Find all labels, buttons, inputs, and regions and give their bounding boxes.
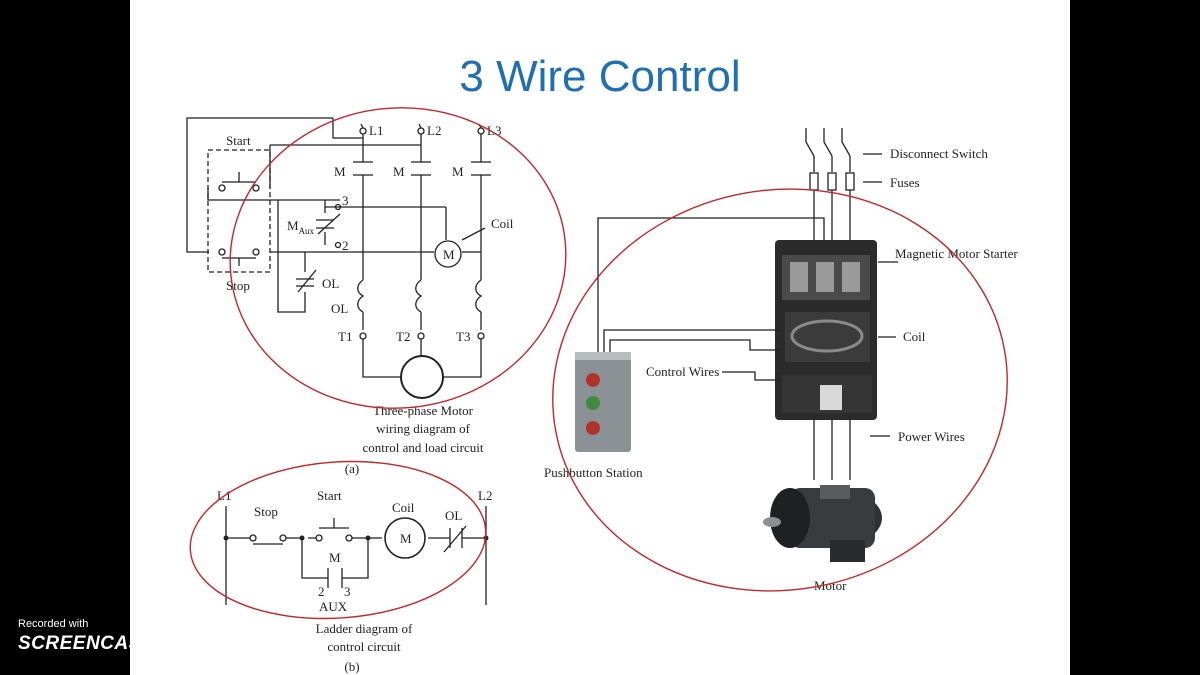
aux-num-3: 3 xyxy=(342,193,349,208)
fuses: Fuses xyxy=(809,172,920,242)
ladder-aux-label: AUX xyxy=(319,599,348,614)
ladder-aux-3: 3 xyxy=(344,584,351,599)
aux-num-2: 2 xyxy=(342,238,349,253)
red-annotations xyxy=(189,107,1008,620)
pushbutton-label: Pushbutton Station xyxy=(544,465,643,480)
main-contacts: M M M xyxy=(334,161,491,179)
starter-coil-label: Coil xyxy=(903,329,926,344)
terminal-t2: T2 xyxy=(396,329,410,344)
annotation-circle-a xyxy=(229,107,567,409)
ladder-coil-m: M xyxy=(400,531,412,546)
fuses-label: Fuses xyxy=(890,175,920,190)
label-l2: L2 xyxy=(427,123,441,138)
control-wires: Control Wires xyxy=(597,217,825,381)
ladder-start-label: Start xyxy=(317,488,342,503)
ol-heater-label: OL xyxy=(331,301,348,316)
ladder-coil-label: Coil xyxy=(392,500,415,515)
supply-lines: L1 L2 L3 xyxy=(359,123,501,138)
ladder-diagram: L1 L2 Stop Start M Coil OL xyxy=(217,488,492,674)
svg-text:Three-phase Motor: Three-phase Motor xyxy=(373,403,474,418)
coil-m-symbol: M xyxy=(443,247,455,262)
three-phase-wiring-diagram: L1 L2 L3 M M M OL xyxy=(186,117,514,476)
motor-terminals: T1 T2 T3 xyxy=(338,312,485,378)
starter-label: Magnetic Motor Starter xyxy=(895,246,1018,261)
screencast-logo-icon xyxy=(155,632,180,656)
motor-starter-illustration: Disconnect Switch Fuses xyxy=(544,128,1018,593)
ladder-ol-label: OL xyxy=(445,508,462,523)
ladder-aux-m: M xyxy=(329,550,341,565)
aux-label: MAux xyxy=(287,218,315,236)
caption-a: Three-phase Motor wiring diagram of cont… xyxy=(345,403,484,476)
stop-label: Stop xyxy=(226,278,250,293)
pushbutton-station: Pushbutton Station xyxy=(544,352,643,480)
slide-title: 3 Wire Control xyxy=(459,52,741,101)
ladder-l2: L2 xyxy=(478,488,492,503)
disconnect-switch: Disconnect Switch xyxy=(805,128,988,172)
ladder-aux-2: 2 xyxy=(318,584,325,599)
diagram-canvas: L1 L2 L3 M M M OL xyxy=(186,107,1018,674)
overload-heaters: OL xyxy=(331,279,483,316)
start-label: Start xyxy=(226,133,251,148)
terminal-t1: T1 xyxy=(338,329,352,344)
power-wires-label: Power Wires xyxy=(898,429,965,444)
watermark-text-right: MATIC xyxy=(181,633,244,654)
ladder-caption-tag: (b) xyxy=(344,659,359,674)
contact-m-3: M xyxy=(452,164,464,179)
svg-text:wiring diagram of: wiring diagram of xyxy=(376,421,471,436)
magnetic-starter: Magnetic Motor Starter Coil xyxy=(775,240,1018,420)
watermark-line1: Recorded with xyxy=(18,618,89,630)
label-l3: L3 xyxy=(487,123,501,138)
ladder-coil xyxy=(384,517,426,559)
control-circuit: Start Stop 3 2 MAux xyxy=(186,117,514,313)
svg-text:(a): (a) xyxy=(345,461,359,476)
disconnect-label: Disconnect Switch xyxy=(890,146,988,161)
recording-watermark: Recorded with SCREENCAST MATIC xyxy=(18,618,243,656)
contact-m-2: M xyxy=(393,164,405,179)
motor-symbol xyxy=(400,355,444,399)
power-wires: Power Wires xyxy=(813,418,965,480)
slide: 3 Wire Control L1 L2 L3 M M xyxy=(130,0,1070,675)
control-wires-label: Control Wires xyxy=(646,364,719,379)
watermark-text-left: SCREENCAST xyxy=(18,633,154,654)
ladder-caption-2: control circuit xyxy=(327,639,401,654)
motor-photo: Motor xyxy=(763,485,882,593)
svg-text:control and load circuit: control and load circuit xyxy=(363,440,484,455)
label-l1: L1 xyxy=(369,123,383,138)
coil-label: Coil xyxy=(491,216,514,231)
ladder-stop-label: Stop xyxy=(254,504,278,519)
coil-symbol xyxy=(434,240,462,268)
annotation-circle-b xyxy=(189,460,487,620)
pushbutton-box xyxy=(207,149,271,273)
terminal-t3: T3 xyxy=(456,329,470,344)
watermark-logo: SCREENCAST MATIC xyxy=(18,632,243,656)
ladder-caption-1: Ladder diagram of xyxy=(316,621,413,636)
contact-m-1: M xyxy=(334,164,346,179)
ol-contact-label: OL xyxy=(322,276,339,291)
annotation-circle-right xyxy=(552,188,1008,592)
